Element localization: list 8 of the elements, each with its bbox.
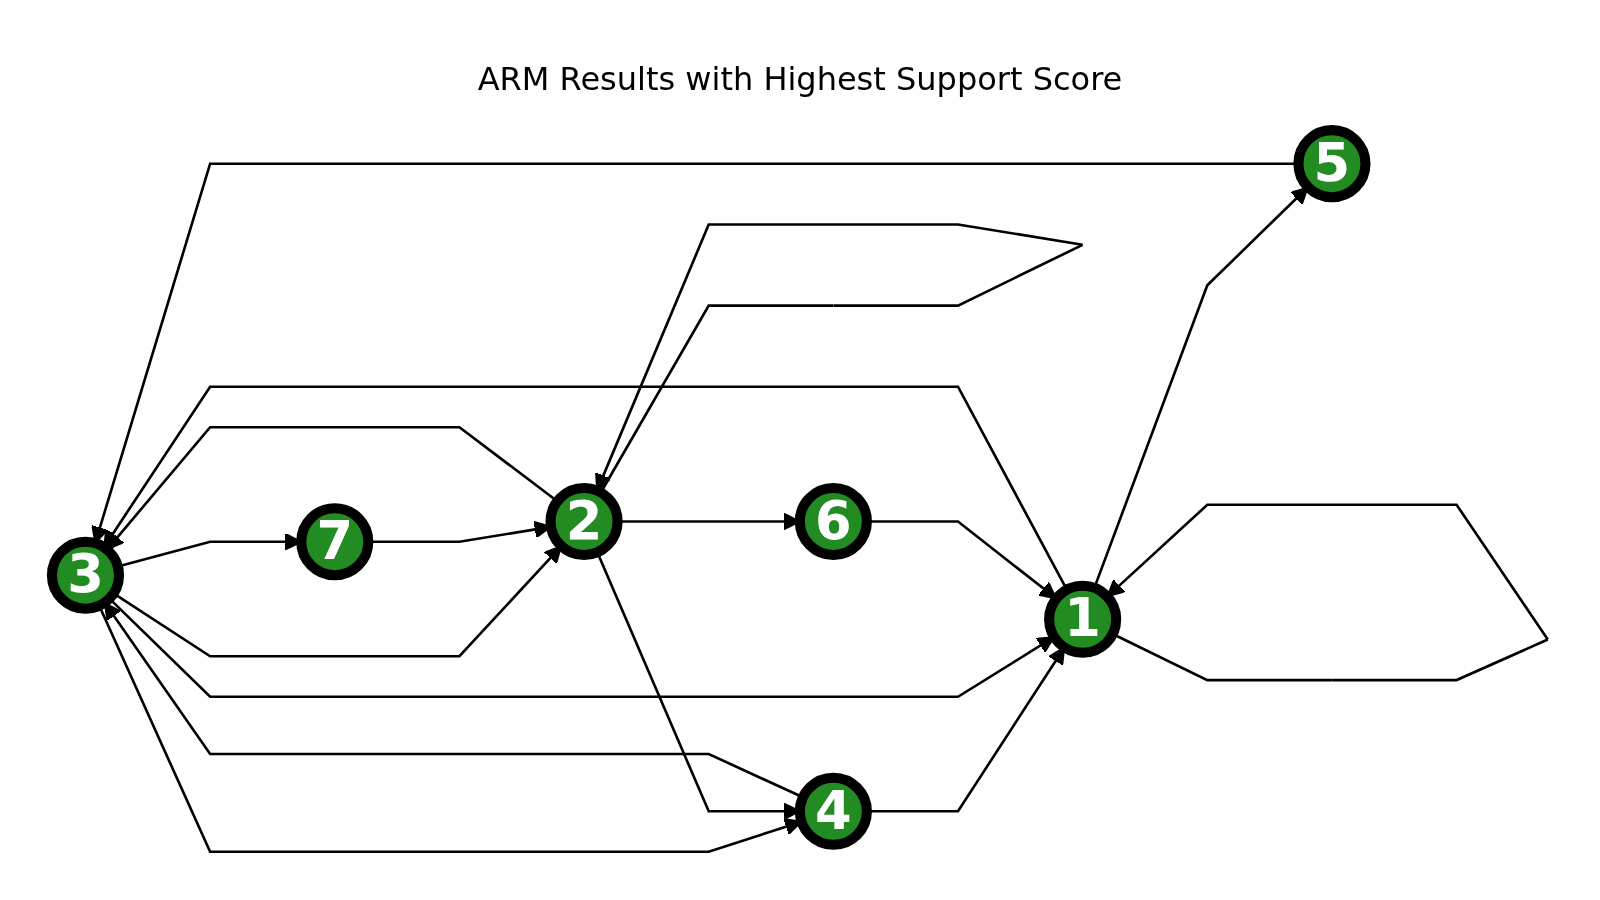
chart-title: ARM Results with Highest Support Score	[476, 60, 1124, 98]
node-circle: 5	[1293, 125, 1371, 203]
node-circle: 6	[794, 482, 872, 561]
node-circle: 7	[296, 503, 374, 581]
node-circle: 3	[46, 536, 125, 614]
node-circle: 4	[794, 772, 872, 850]
node-circle: 2	[545, 482, 623, 561]
node-circle: 1	[1044, 580, 1122, 658]
